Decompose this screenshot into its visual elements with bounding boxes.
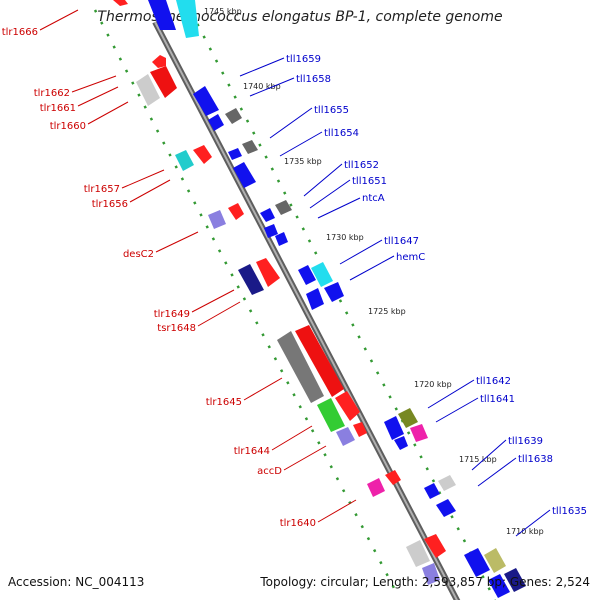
gene-label[interactable]: tlr1657: [84, 184, 120, 195]
gene-block[interactable]: [398, 408, 418, 428]
gene-block[interactable]: [317, 398, 345, 432]
kbp-label: 1745 kbp: [204, 7, 242, 16]
gene-block[interactable]: [424, 534, 446, 558]
gene-block[interactable]: [208, 114, 224, 131]
gene-label[interactable]: tll1647: [384, 236, 419, 247]
gene-block[interactable]: [464, 548, 490, 577]
gene-label[interactable]: tll1651: [352, 176, 387, 187]
gene-block[interactable]: [238, 264, 264, 295]
outer-ring-dotted: [183, 0, 497, 600]
gene-block[interactable]: [175, 150, 194, 171]
gene-label[interactable]: tlr1661: [40, 103, 76, 114]
gene-label[interactable]: tll1658: [296, 74, 331, 85]
gene-label[interactable]: tlr1644: [234, 446, 270, 457]
gene-block[interactable]: [152, 55, 166, 68]
gene-label[interactable]: tll1655: [314, 105, 349, 116]
gene-label[interactable]: tlr1649: [154, 309, 190, 320]
gene-block[interactable]: [324, 282, 344, 302]
gene-block[interactable]: [410, 424, 428, 442]
kbp-label: 1735 kbp: [284, 157, 322, 166]
gene-label[interactable]: tll1642: [476, 376, 511, 387]
gene-block[interactable]: [148, 0, 176, 30]
gene-block[interactable]: [335, 391, 360, 421]
reverse-strand-genes: [148, 0, 526, 598]
gene-block[interactable]: [311, 262, 333, 287]
gene-block[interactable]: [394, 436, 408, 450]
gene-block[interactable]: [242, 140, 258, 154]
gene-block[interactable]: [436, 499, 456, 517]
gene-block[interactable]: [422, 563, 440, 585]
gene-block[interactable]: [438, 475, 456, 491]
gene-label[interactable]: tlr1645: [206, 397, 242, 408]
gene-label[interactable]: accD: [257, 466, 282, 477]
gene-label[interactable]: tll1638: [518, 454, 553, 465]
gene-block[interactable]: [233, 162, 256, 188]
kbp-label: 1710 kbp: [506, 527, 544, 536]
gene-label[interactable]: tlr1660: [50, 121, 86, 132]
gene-block[interactable]: [484, 548, 506, 573]
gene-block[interactable]: [113, 0, 128, 6]
gene-block[interactable]: [424, 483, 440, 499]
gene-block[interactable]: [256, 258, 280, 287]
gene-label[interactable]: ntcA: [362, 193, 385, 204]
gene-label[interactable]: tlr1662: [34, 88, 70, 99]
gene-block[interactable]: [176, 0, 199, 38]
gene-block[interactable]: [260, 208, 275, 222]
accession-text: Accession: NC_004113: [8, 575, 145, 589]
genome-backbone-highlight: [154, 21, 458, 600]
gene-block[interactable]: [275, 200, 292, 215]
gene-block[interactable]: [275, 232, 288, 246]
gene-label[interactable]: tll1639: [508, 436, 543, 447]
gene-block[interactable]: [504, 568, 526, 592]
inner-ring-dotted: [93, 9, 397, 591]
gene-label[interactable]: desC2: [123, 249, 154, 260]
gene-label[interactable]: tlr1640: [280, 518, 316, 529]
gene-block[interactable]: [295, 325, 344, 397]
kbp-label: 1725 kbp: [368, 307, 406, 316]
gene-label[interactable]: tll1654: [324, 128, 359, 139]
forward-strand-genes: [113, 0, 446, 585]
kbp-label: 1730 kbp: [326, 233, 364, 242]
forward-gene-labels: tlr1666 tlr1662 tlr1661 tlr1660 tlr1657 …: [2, 27, 316, 529]
gene-block[interactable]: [228, 203, 244, 220]
gene-block[interactable]: [406, 540, 430, 567]
gene-label[interactable]: tll1641: [480, 394, 515, 405]
gene-label[interactable]: tlr1666: [2, 27, 38, 38]
kbp-label: 1715 kbp: [459, 455, 497, 464]
gene-block[interactable]: [228, 148, 242, 160]
kbp-label: 1740 kbp: [243, 82, 281, 91]
gene-label[interactable]: tll1635: [552, 506, 587, 517]
gene-block[interactable]: [336, 427, 355, 446]
gene-block[interactable]: [277, 331, 324, 403]
genome-summary-text: Topology: circular; Length: 2,593,857 bp…: [260, 575, 590, 589]
gene-label[interactable]: hemC: [396, 252, 425, 263]
forward-leader-lines: [39, 9, 357, 523]
gene-label[interactable]: tsr1648: [157, 323, 196, 334]
reverse-leader-lines: [239, 57, 551, 537]
gene-block[interactable]: [193, 145, 212, 164]
gene-label[interactable]: tll1659: [286, 54, 321, 65]
gene-block[interactable]: [264, 224, 278, 238]
gene-label[interactable]: tll1652: [344, 160, 379, 171]
gene-block[interactable]: [384, 416, 404, 440]
gene-block[interactable]: [136, 74, 160, 106]
gene-block[interactable]: [298, 265, 316, 285]
gene-block[interactable]: [150, 66, 177, 98]
map-title: Thermosynechococcus elongatus BP-1, comp…: [97, 9, 503, 25]
gene-block[interactable]: [306, 288, 324, 310]
kbp-scale: 1745 kbp 1740 kbp 1735 kbp 1730 kbp 1725…: [204, 7, 544, 536]
gene-label[interactable]: tlr1656: [92, 199, 128, 210]
gene-block[interactable]: [353, 422, 367, 437]
kbp-label: 1720 kbp: [414, 380, 452, 389]
gene-block[interactable]: [367, 478, 385, 497]
gene-block[interactable]: [193, 86, 219, 116]
gene-block[interactable]: [385, 470, 401, 485]
reverse-gene-labels: tll1659 tll1658 tll1655 tll1654 tll1652 …: [286, 54, 587, 517]
gene-block[interactable]: [225, 108, 242, 124]
gene-block[interactable]: [208, 210, 226, 229]
gene-block[interactable]: [488, 574, 510, 598]
